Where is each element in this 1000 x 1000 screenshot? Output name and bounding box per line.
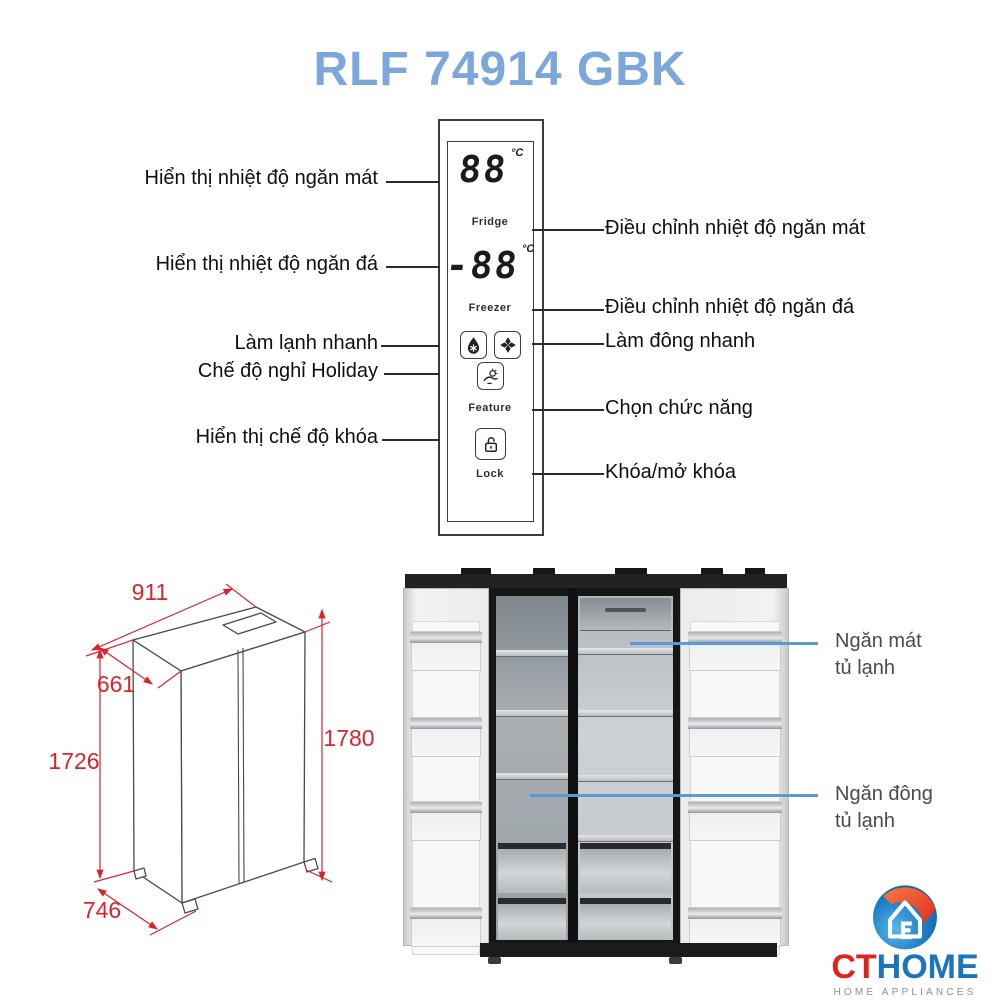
door-bin <box>410 631 482 671</box>
callout-line <box>532 229 604 231</box>
callout-adjust-freezer-temp: Điều chỉnh nhiệt độ ngăn đá <box>605 296 855 318</box>
callout-holiday-mode: Chế độ nghỉ Holiday <box>197 360 378 382</box>
door-bin <box>688 907 782 947</box>
door-bin <box>410 717 482 757</box>
holiday-icon <box>477 362 504 390</box>
hinge <box>533 568 555 575</box>
fridge-compartment <box>578 596 673 940</box>
cabinet-interior <box>489 588 680 956</box>
shelf <box>578 835 673 842</box>
callout-line <box>386 266 440 268</box>
hinge <box>745 568 765 575</box>
quick-freeze-icon <box>494 331 521 359</box>
callout-line-blue <box>530 794 818 797</box>
freezer-temp-digits: -88 <box>443 244 521 287</box>
lock-label: Lock <box>476 468 504 480</box>
feature-label: Feature <box>468 402 512 414</box>
fridge-foot <box>488 957 501 964</box>
dimension-depth-bottom: 746 <box>83 897 121 923</box>
callout-freezer-temp-display: Hiển thị nhiệt độ ngăn đá <box>155 253 378 275</box>
hinge <box>461 568 491 575</box>
callout-quick-cool: Làm lạnh nhanh <box>234 332 378 354</box>
callout-line <box>532 309 604 311</box>
vent-panel <box>580 598 671 631</box>
fridge-bottom-frame <box>480 943 777 957</box>
cthome-tagline: HOME APPLIANCES <box>833 986 977 998</box>
drawer <box>498 898 566 940</box>
callout-fridge-temp-display: Hiển thị nhiệt độ ngăn mát <box>144 167 379 189</box>
freezer-label: Freezer <box>468 302 512 314</box>
door-bin <box>688 801 782 841</box>
callout-line <box>384 373 440 375</box>
control-panel-display-area <box>447 141 534 522</box>
hinge <box>701 568 723 575</box>
door-bin <box>410 801 482 841</box>
callout-line <box>381 345 440 347</box>
callout-line <box>532 409 604 411</box>
quick-cool-icon <box>460 331 487 359</box>
fridge-temp-unit: °C <box>509 147 524 159</box>
shelf <box>496 710 568 717</box>
cthome-logo-icon <box>873 885 937 950</box>
dimension-height-body: 1726 <box>50 748 100 774</box>
callout-line <box>382 439 440 441</box>
left-door <box>403 588 489 955</box>
right-door <box>680 588 789 955</box>
hinge <box>615 568 647 575</box>
fridge-top-frame <box>405 574 787 590</box>
fridge-temp-digits: 88 <box>456 148 510 191</box>
callout-line <box>386 181 440 183</box>
shelf <box>496 650 568 657</box>
fridge-label: Fridge <box>471 216 509 228</box>
shelf <box>496 773 568 780</box>
dimension-height-total: 1780 <box>323 725 374 751</box>
callout-select-function: Chọn chức năng <box>605 397 753 419</box>
callout-lock-display: Hiển thị chế độ khóa <box>195 426 378 448</box>
lock-icon <box>475 428 506 460</box>
drawer <box>498 843 566 893</box>
callout-freezer-compartment: Ngăn đông tủ lạnh <box>835 783 933 832</box>
cthome-logo: CTHOME HOME APPLIANCES <box>812 882 998 998</box>
callout-fridge-compartment: Ngăn mát tủ lạnh <box>835 630 922 679</box>
drawer <box>580 843 671 893</box>
fridge-open-photo <box>403 568 789 966</box>
dimension-depth-top: 661 <box>97 671 135 697</box>
freezer-temp-unit: °C <box>520 243 535 255</box>
fridge-foot <box>669 957 682 964</box>
page-title: RLF 74914 GBK <box>313 43 687 96</box>
freezer-compartment <box>496 596 568 940</box>
callout-lock-unlock: Khóa/mở khóa <box>605 461 736 483</box>
door-bin <box>688 631 782 671</box>
dimension-width: 911 <box>132 579 169 605</box>
shelf <box>578 775 673 782</box>
callout-line <box>532 473 604 475</box>
shelf <box>578 648 673 655</box>
shelf <box>578 710 673 717</box>
freezer-temp-display: -88 °C <box>443 243 537 287</box>
dimension-drawing: 911 661 1726 1780 746 <box>50 579 375 936</box>
door-bin <box>688 717 782 757</box>
cthome-wordmark: CTHOME <box>831 948 979 986</box>
callout-line <box>532 343 604 345</box>
callout-adjust-fridge-temp: Điều chỉnh nhiệt độ ngăn mát <box>605 217 866 239</box>
callout-quick-freeze: Làm đông nhanh <box>605 330 756 352</box>
callout-line-blue <box>630 642 818 645</box>
fridge-temp-display: 88 °C <box>449 147 533 191</box>
drawer <box>580 898 671 940</box>
door-bin <box>410 907 482 947</box>
